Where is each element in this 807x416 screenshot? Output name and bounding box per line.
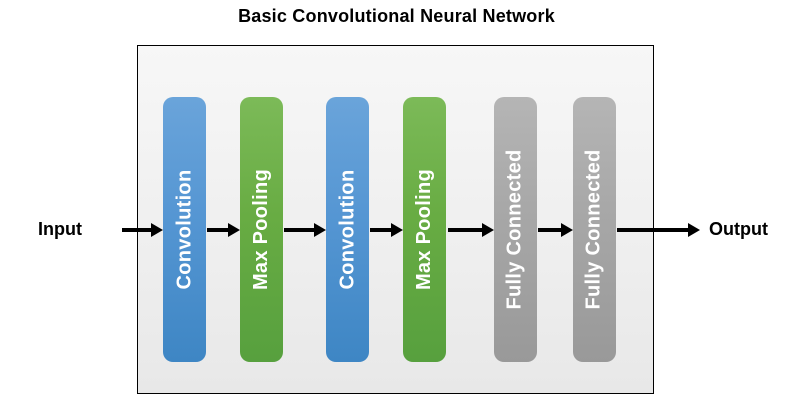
arrowhead-icon (561, 222, 573, 237)
layer-box-fully-connected-1: Fully Connected (494, 97, 537, 362)
layer-label: Convolution (336, 169, 359, 290)
arrowhead-icon (151, 222, 163, 237)
layer-box-convolution-2: Convolution (326, 97, 369, 362)
diagram-title: Basic Convolutional Neural Network (238, 6, 555, 26)
flow-arrow-fc2-to-output (617, 222, 700, 237)
layer-label: Fully Connected (504, 149, 527, 310)
layer-box-max-pooling-1: Max Pooling (240, 97, 283, 362)
arrowhead-icon (688, 222, 700, 237)
flow-arrow-pool2-to-fc1 (448, 222, 494, 237)
layer-box-max-pooling-2: Max Pooling (403, 97, 446, 362)
layer-box-convolution-1: Convolution (163, 97, 206, 362)
layer-label: Max Pooling (413, 168, 435, 291)
arrowhead-icon (482, 222, 494, 237)
flow-arrow-input-to-conv1 (122, 222, 163, 237)
layer-label: Convolution (173, 169, 196, 290)
flow-arrow-fc1-to-fc2 (538, 222, 573, 237)
arrowhead-icon (228, 222, 240, 237)
input-label: Input (38, 219, 82, 239)
layer-box-fully-connected-2: Fully Connected (573, 97, 616, 362)
arrowhead-icon (391, 222, 403, 237)
flow-arrow-conv2-to-pool2 (370, 222, 403, 237)
flow-arrow-pool1-to-conv2 (284, 222, 326, 237)
arrowhead-icon (314, 222, 326, 237)
layer-label: Max Pooling (250, 168, 272, 291)
output-label: Output (709, 219, 768, 239)
layer-label: Fully Connected (583, 149, 606, 310)
flow-arrow-conv1-to-pool1 (207, 222, 240, 237)
diagram-frame (137, 45, 654, 394)
